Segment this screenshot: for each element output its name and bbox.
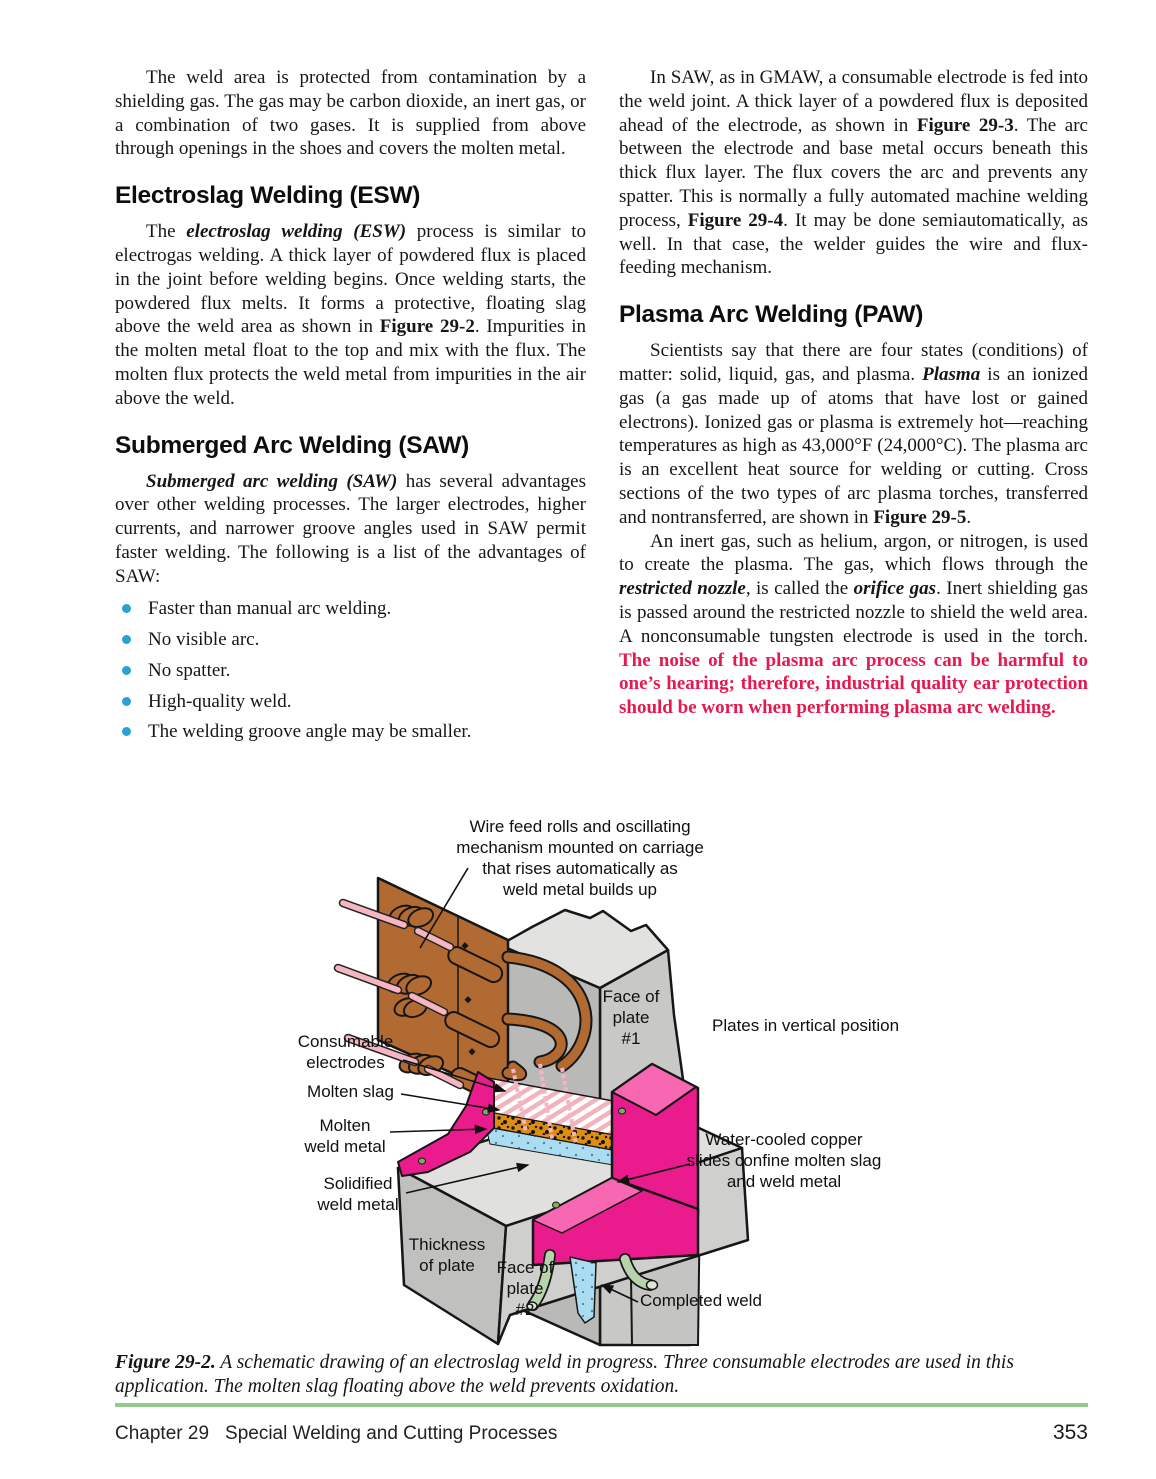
copper-guide-tubes — [501, 950, 593, 1082]
front-copper-slide — [531, 1062, 700, 1267]
list-item: The welding groove angle may be smaller. — [115, 720, 586, 744]
bullet-dot-icon — [122, 634, 131, 644]
figure-diagram — [333, 867, 750, 1347]
footer-chapter: Chapter 29 — [115, 1423, 210, 1444]
figure-caption: Figure 29-2. A schematic drawing of an e… — [115, 1352, 1014, 1397]
esw-paragraph: The electroslag welding (ESW) process is… — [115, 221, 587, 409]
bullet-dot-icon — [122, 665, 131, 675]
page-number: 353 — [1052, 1421, 1088, 1444]
footer-rule — [115, 1403, 1088, 1407]
figure-label-face-of-plate-1: Face of plate #1 — [602, 987, 660, 1048]
list-item-text: No visible arc. — [148, 628, 260, 650]
list-item: High-quality weld. — [115, 690, 586, 714]
bullet-dot-icon — [122, 696, 131, 706]
saw-continued-paragraph: In SAW, as in GMAW, a consumable electro… — [619, 67, 1088, 279]
figure-label-water-cooled-slides: Water-cooled copper slides confine molte… — [686, 1130, 882, 1191]
figure-label-plates-vertical: Plates in vertical position — [712, 1016, 900, 1035]
paw-paragraph-2: An inert gas, such as helium, argon, or … — [619, 530, 1088, 719]
paw-paragraph-1: Scientists say that there are four state… — [619, 340, 1088, 528]
list-item-text: High-quality weld. — [148, 690, 292, 712]
list-item-text: Faster than manual arc welding. — [148, 597, 392, 619]
figure-label-solidified-weld-metal: Solidified weld metal — [317, 1174, 399, 1214]
figure-label-molten-weld-metal: Molten weld metal — [304, 1116, 386, 1156]
figure-label-consumable-electrodes: Consumable electrodes — [297, 1032, 394, 1072]
completed-weld-strip — [569, 1256, 597, 1325]
electrode-wires-incoming — [333, 898, 465, 1090]
page-footer: Chapter 29 Special Welding and Cutting P… — [115, 1421, 1088, 1445]
figure-label-face-of-plate-2: Face of plate #2 — [496, 1258, 554, 1319]
heading-plasma-arc-welding: Plasma Arc Welding (PAW) — [619, 301, 924, 329]
electrodes-in-slag — [511, 1063, 578, 1146]
saw-advantages-list: Faster than manual arc welding. No visib… — [115, 597, 586, 745]
right-column: In SAW, as in GMAW, a consumable electro… — [619, 66, 1088, 720]
water-hoses — [526, 1249, 659, 1311]
heading-electroslag-welding: Electroslag Welding (ESW) — [115, 182, 421, 210]
left-column: The weld area is protected from contamin… — [115, 66, 586, 751]
intro-paragraph: The weld area is protected from contamin… — [115, 67, 586, 160]
heading-submerged-arc-welding: Submerged Arc Welding (SAW) — [115, 431, 469, 459]
list-item-text: No spatter. — [148, 659, 231, 681]
list-item-text: The welding groove angle may be smaller. — [148, 721, 472, 743]
list-item: Faster than manual arc welding. — [115, 597, 586, 621]
leader-lines — [389, 867, 691, 1303]
figure-label-molten-slag: Molten slag — [307, 1082, 394, 1101]
bullet-dot-icon — [122, 727, 131, 737]
footer-title: Special Welding and Cutting Processes — [225, 1423, 558, 1444]
figure-label-wire-feed: Wire feed rolls and oscillating mechanis… — [456, 817, 704, 899]
saw-paragraph: Submerged arc welding (SAW) has several … — [115, 470, 586, 587]
list-item: No visible arc. — [115, 628, 586, 652]
figure-label-completed-weld: Completed weld — [640, 1291, 762, 1310]
list-item: No spatter. — [115, 659, 586, 683]
figure-label-thickness-of-plate: Thickness of plate — [408, 1235, 486, 1275]
bullet-dot-icon — [122, 603, 131, 613]
